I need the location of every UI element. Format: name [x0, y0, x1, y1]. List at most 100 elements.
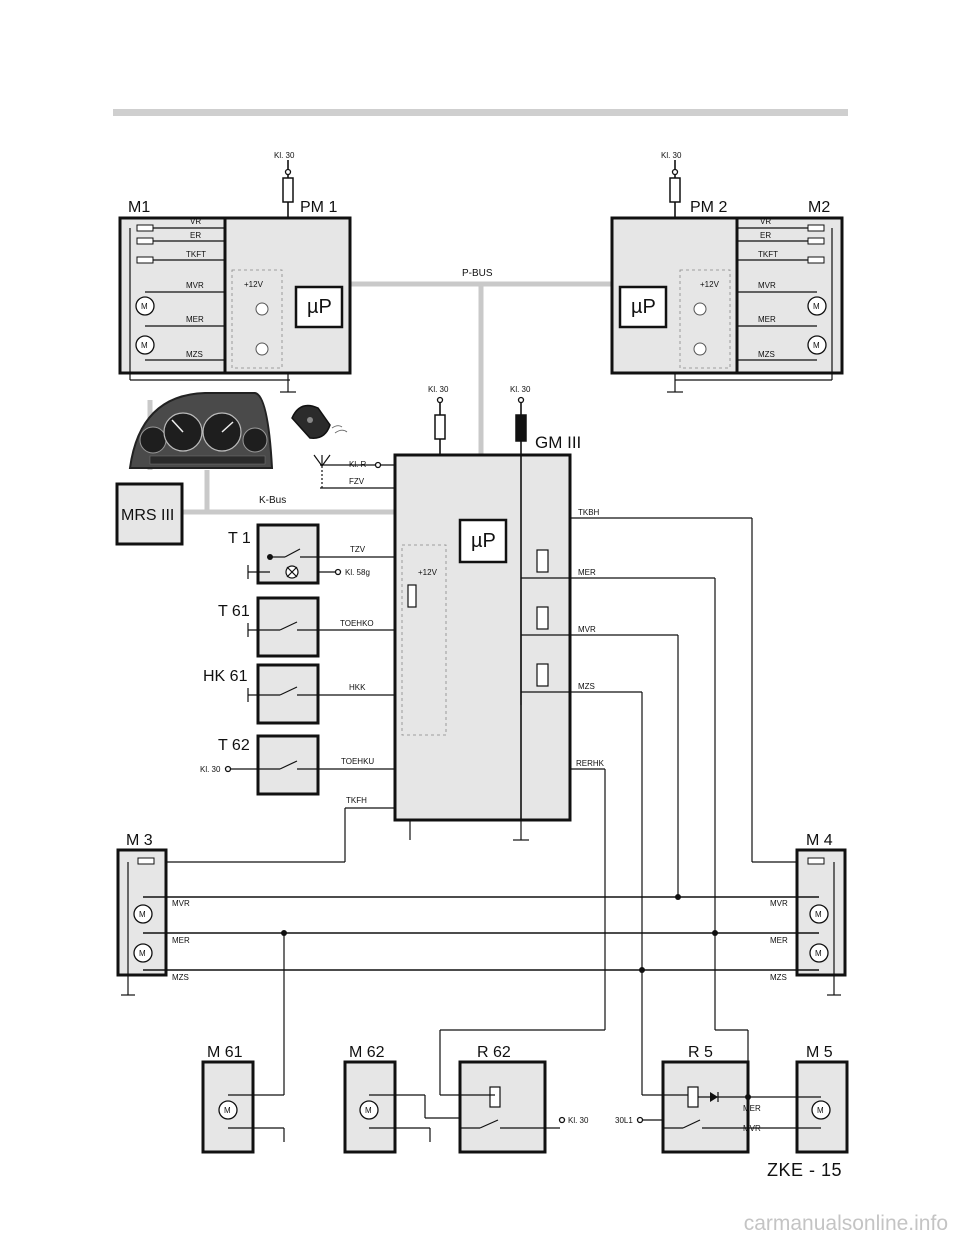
module-m1: M1 M M [118, 199, 290, 381]
svg-text:MER: MER [743, 1104, 761, 1113]
svg-text:+12V: +12V [418, 568, 438, 577]
svg-text:M: M [813, 341, 820, 350]
svg-text:MZS: MZS [172, 973, 189, 982]
header-rule [113, 109, 848, 116]
svg-text:HKK: HKK [349, 683, 366, 692]
motor-icon [359, 1100, 379, 1120]
watermark: carmanualsonline.info [743, 1212, 948, 1235]
svg-text:MER: MER [186, 315, 204, 324]
svg-text:MZS: MZS [186, 350, 203, 359]
svg-text:M: M [365, 1106, 372, 1115]
svg-text:TKFH: TKFH [346, 796, 367, 805]
mrs3-title: MRS III [121, 507, 174, 524]
motor-icon [133, 943, 153, 963]
r5-title: R 5 [688, 1044, 713, 1061]
gm3-left-signals: Kl. R FZV [313, 454, 395, 489]
t62-title: T 62 [218, 737, 250, 754]
svg-text:MER: MER [770, 936, 788, 945]
motor-icon [807, 335, 827, 355]
motor-icon [809, 943, 829, 963]
rear-signal-lines: MVR MER MZS MVR MER MZS [143, 894, 819, 1095]
svg-text:VR: VR [760, 217, 771, 226]
svg-text:MZS: MZS [770, 973, 787, 982]
motor-icon [218, 1100, 238, 1120]
pm1-microprocessor: µP [307, 296, 332, 318]
svg-text:VR: VR [190, 217, 201, 226]
svg-text:MVR: MVR [578, 625, 596, 634]
m4-title: M 4 [806, 832, 833, 849]
m3-title: M 3 [126, 832, 153, 849]
svg-text:Kl. 30: Kl. 30 [510, 385, 531, 394]
t1-title: T 1 [228, 530, 251, 547]
module-m5: M 5 M [748, 1044, 849, 1154]
svg-text:MVR: MVR [758, 281, 776, 290]
svg-text:MER: MER [172, 936, 190, 945]
svg-text:Kl. R: Kl. R [349, 460, 367, 469]
p-bus-label: P-BUS [462, 268, 493, 279]
module-mrs3: MRS III [115, 482, 184, 546]
switch-t61: T 61 TOEHKO [218, 596, 395, 658]
svg-text:M: M [141, 302, 148, 311]
module-m62: M 62 M [343, 1044, 460, 1154]
p-bus: P-BUS [350, 268, 612, 455]
motor-icon [807, 296, 827, 316]
tkfh-line: TKFH [155, 796, 395, 863]
gm3-microprocessor: µP [471, 530, 496, 552]
motor-icon [809, 904, 829, 924]
svg-text:MER: MER [578, 568, 596, 577]
module-m3: M 3 M M [116, 832, 168, 996]
t61-title: T 61 [218, 603, 250, 620]
m61-title: M 61 [207, 1044, 243, 1061]
fuse-icon [434, 414, 446, 440]
motor-icon [811, 1100, 831, 1120]
svg-text:MER: MER [758, 315, 776, 324]
gm3-title: GM III [535, 433, 581, 452]
svg-text:Kl. 30: Kl. 30 [274, 151, 295, 160]
svg-text:M: M [141, 341, 148, 350]
instrument-cluster-image [128, 392, 274, 469]
svg-text:Kl. 30: Kl. 30 [428, 385, 449, 394]
r62-title: R 62 [477, 1044, 511, 1061]
hk61-title: HK 61 [203, 668, 248, 685]
m5-title: M 5 [806, 1044, 833, 1061]
switch-t1: T 1 TZV Kl. 58g [228, 523, 395, 585]
svg-text:Kl. 30: Kl. 30 [568, 1116, 589, 1125]
pm1-title: PM 1 [300, 199, 337, 216]
pm2-title: PM 2 [690, 199, 727, 216]
motor-icon [135, 335, 155, 355]
svg-text:RERHK: RERHK [576, 759, 605, 768]
svg-text:M: M [224, 1106, 231, 1115]
svg-text:M: M [813, 302, 820, 311]
svg-text:TKBH: TKBH [578, 508, 600, 517]
svg-text:TKFT: TKFT [186, 250, 206, 259]
module-pm1: PM 1 Kl. 30 µP +12V [223, 151, 352, 393]
relay-r5: R 5 30L1 MER MVR [615, 1029, 761, 1154]
key-fob-icon [291, 404, 348, 439]
module-m2: M2 M M [675, 199, 844, 381]
svg-text:ER: ER [760, 231, 771, 240]
m62-title: M 62 [349, 1044, 385, 1061]
svg-text:TZV: TZV [350, 545, 366, 554]
gm3-right-signals: TKBH MER MVR MZS RERHK [439, 508, 808, 1095]
fuse-icon [282, 177, 294, 203]
module-pm2: PM 2 Kl. 30 µP +12V [610, 151, 739, 393]
svg-text:MVR: MVR [172, 899, 190, 908]
switch-t62: T 62 Kl. 30 TOEHKU [200, 734, 395, 796]
svg-text:MZS: MZS [758, 350, 775, 359]
svg-text:TKFT: TKFT [758, 250, 778, 259]
svg-text:TOEHKU: TOEHKU [341, 757, 374, 766]
svg-text:MZS: MZS [578, 682, 595, 691]
pm1-signal-lines: VR ER TKFT MVR MER MZS [145, 217, 225, 361]
svg-text:MVR: MVR [186, 281, 204, 290]
svg-text:Kl. 30: Kl. 30 [200, 765, 221, 774]
svg-text:ER: ER [190, 231, 201, 240]
svg-text:MVR: MVR [770, 899, 788, 908]
pm2-signal-lines: VR ER TKFT MVR MER MZS [737, 217, 817, 361]
svg-text:+12V: +12V [700, 280, 720, 289]
relay-r62: R 62 Kl. 30 [440, 1044, 589, 1154]
svg-text:M: M [139, 949, 146, 958]
svg-text:+12V: +12V [244, 280, 264, 289]
svg-text:M: M [815, 949, 822, 958]
fuse-icon [515, 414, 527, 442]
